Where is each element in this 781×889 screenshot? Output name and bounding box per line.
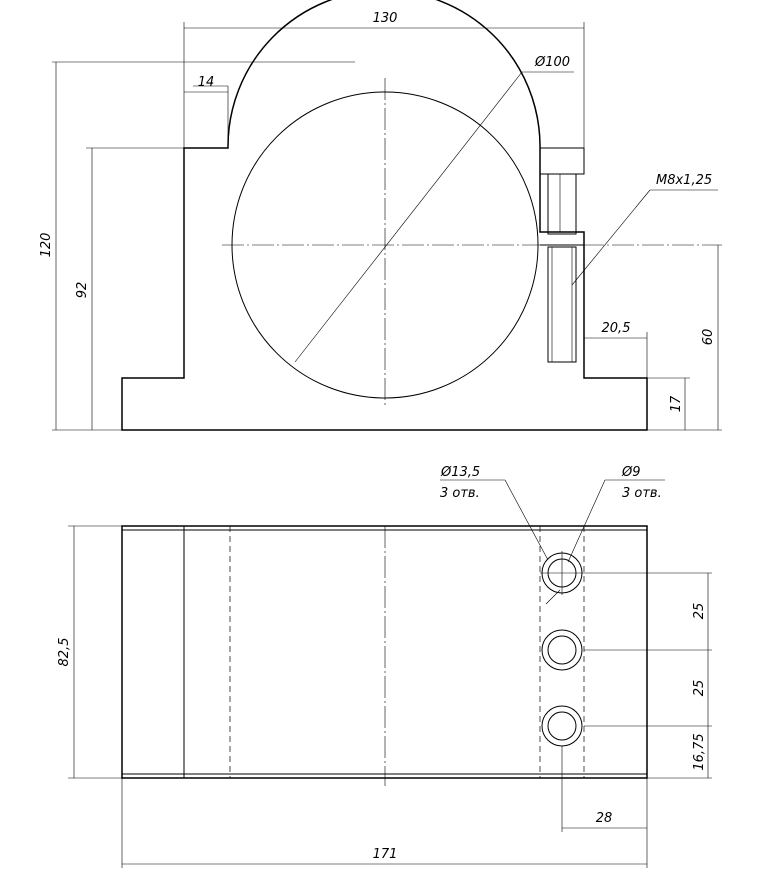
bolt-shank (547, 173, 577, 235)
dim-center-height: 60 (701, 329, 716, 346)
dim-thread: M8x1,25 (656, 173, 712, 188)
hole-2 (541, 629, 583, 671)
dim-total-height: 120 (39, 233, 54, 258)
dim-hole-x: 28 (596, 811, 613, 826)
dim-depth: 82,5 (57, 638, 72, 667)
hole-3 (541, 705, 583, 832)
top-outline (121, 525, 648, 779)
dim-hole-large: Ø13,5 (440, 465, 480, 480)
dim-hole-small: Ø9 (621, 465, 641, 480)
bolt-thread (547, 246, 577, 363)
top-view: Ø13,5 3 отв. Ø9 3 отв. 82,5 25 25 16,75 … (57, 465, 712, 868)
dim-hole-small-count: 3 отв. (622, 486, 662, 501)
dim-shoulder-height: 92 (75, 282, 90, 299)
bolt-head (539, 147, 585, 175)
dim-hole-large-count: 3 отв. (440, 486, 480, 501)
hole-1 (540, 551, 584, 595)
dim-flange-width: 14 (198, 75, 215, 90)
front-view: 130 14 Ø100 M8x1,25 120 92 60 20,5 (39, 0, 722, 431)
dim-base-height: 17 (669, 395, 684, 412)
dim-base-length: 171 (373, 847, 398, 862)
dim-diameter: Ø100 (534, 55, 570, 70)
dim-offset: 20,5 (602, 321, 631, 336)
front-outline (121, 0, 648, 431)
dim-edge-offset: 16,75 (692, 733, 707, 770)
dim-overall-width: 130 (373, 11, 398, 26)
dim-spacing-2: 25 (692, 680, 707, 697)
dim-spacing-1: 25 (692, 603, 707, 620)
